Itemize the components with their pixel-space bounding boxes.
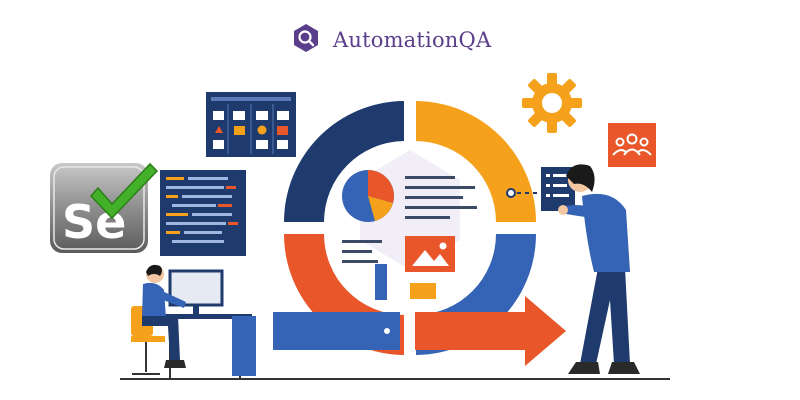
orange-tag: [410, 283, 436, 299]
brand-header: AutomationQA: [0, 0, 800, 70]
arrow-right-icon: [525, 296, 566, 366]
selenium-logo: Se: [50, 162, 159, 253]
ring-segment-navy: [284, 101, 404, 222]
kanban-board-icon: [206, 92, 296, 157]
image-icon: [405, 236, 455, 272]
standing-person: [558, 164, 640, 374]
progress-bar-right: [415, 312, 530, 350]
gear-icon: [522, 73, 582, 133]
brand-logo: [294, 24, 318, 52]
text-lines: [342, 176, 477, 263]
pie-chart-icon: [342, 170, 394, 222]
mini-bar: [375, 264, 387, 300]
team-icon: [608, 123, 656, 167]
code-window-icon: [160, 170, 246, 256]
ring-segment-orange: [416, 101, 536, 222]
sitting-person-at-desk: [131, 264, 256, 378]
checkmark-icon: [89, 162, 159, 220]
progress-bar-left: [273, 312, 400, 350]
brand-name: AutomationQA: [333, 28, 492, 52]
magnifier-hexagon-icon: [294, 24, 318, 52]
